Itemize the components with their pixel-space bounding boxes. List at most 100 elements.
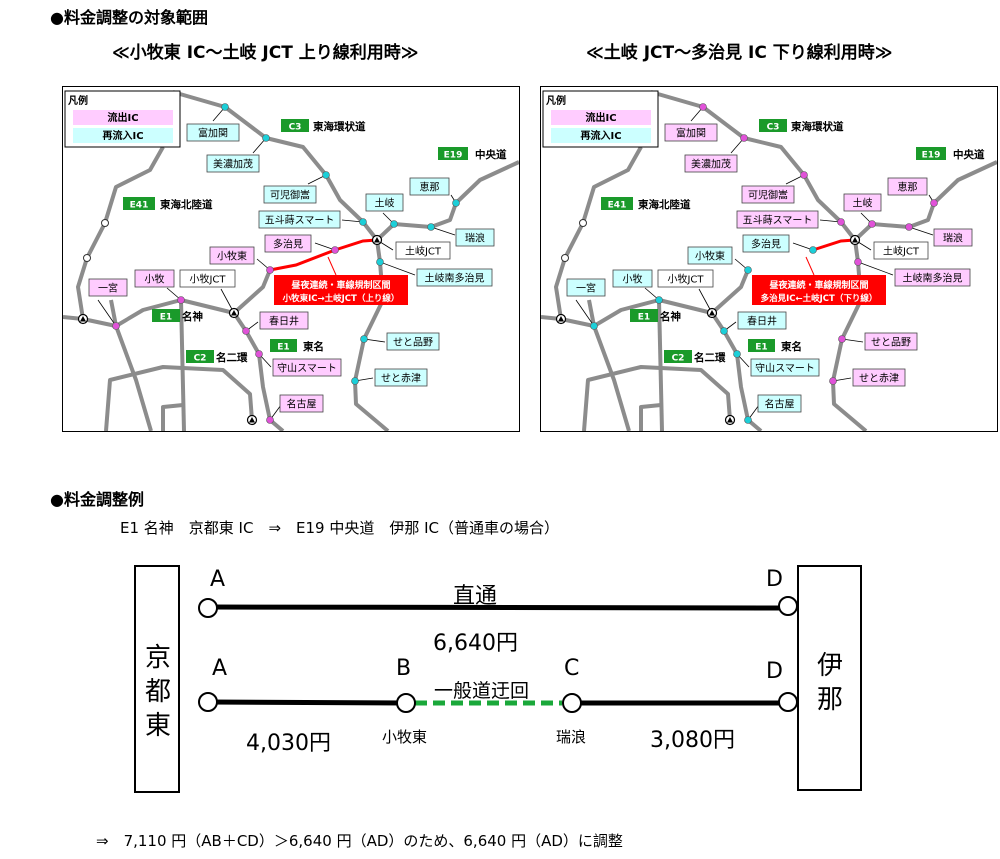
ic-label-box: [664, 123, 718, 142]
ic-label: せと品野: [393, 337, 433, 349]
road-line: [114, 325, 153, 431]
point-a-top: [198, 598, 218, 618]
ic-label-box: [263, 185, 317, 204]
ic-dot: [242, 327, 250, 335]
ic-label: 一宮: [576, 282, 596, 295]
ic-label-box: [894, 268, 971, 287]
junction-triangle-icon: [374, 237, 380, 243]
ic-label-box: [88, 278, 128, 297]
section1-title: ●料金調整の対象範囲: [50, 8, 208, 27]
label-b: B: [396, 656, 412, 681]
ic-label-box: [209, 246, 255, 265]
ic-label: 土岐南多治見: [425, 272, 485, 285]
ic-label-box: [455, 228, 495, 247]
ic-dot: [699, 103, 707, 111]
ic-label: 富加関: [676, 127, 706, 140]
ic-dot: [266, 416, 274, 424]
restriction-line1: 昼夜連続・車線規制区間: [291, 279, 390, 291]
ic-label: 一宮: [98, 282, 118, 295]
legend-title: 凡例: [68, 94, 88, 107]
legend-exit-label: 流出IC: [585, 111, 616, 124]
ic-label-box: [279, 394, 324, 413]
ic-dot: [427, 223, 435, 231]
ic-leader-line: [857, 261, 894, 276]
ic-label: 多治見: [751, 238, 781, 251]
ic-label: 瑞浪: [465, 232, 485, 245]
ic-label: 瑞浪: [943, 232, 963, 245]
road-code: E41: [130, 201, 149, 211]
junction-triangle-icon: [852, 237, 858, 243]
road-shield: [186, 350, 214, 363]
ic-label-box: [933, 228, 973, 247]
road-name: 名神: [182, 310, 203, 323]
unrelated-ic-dot: [579, 219, 587, 227]
label-a: A: [212, 656, 228, 681]
ic-label-box: [386, 332, 440, 351]
label-d-top: D: [766, 567, 783, 592]
legend-exit-swatch: [73, 110, 173, 125]
road-line: [179, 299, 186, 431]
road-shield: [281, 119, 309, 132]
ic-dot: [112, 322, 120, 330]
road-line: [710, 269, 750, 315]
ic-dot: [590, 322, 598, 330]
point-d: [778, 692, 798, 712]
direct-label: 直通: [453, 584, 498, 609]
road-code: C3: [289, 123, 302, 133]
ic-dot: [322, 171, 330, 179]
road-shield: [438, 147, 468, 160]
ic-leader-line: [379, 261, 416, 276]
road-line: [587, 299, 596, 327]
ic-label: 土岐: [853, 197, 873, 210]
restriction-box: [752, 275, 886, 305]
road-name: 東名: [303, 340, 324, 353]
ic-dot: [720, 327, 728, 335]
ic-label-box: [264, 234, 312, 253]
ic-dot: [351, 377, 359, 385]
label-a-top: A: [210, 567, 226, 592]
road-shield: [152, 309, 180, 322]
ic-dot: [744, 266, 752, 274]
ic-label: 名古屋: [765, 398, 795, 411]
road-name: 名神: [660, 310, 681, 323]
junction-triangle-icon: [709, 310, 715, 316]
ic-dot: [854, 258, 862, 266]
ic-label: 土岐: [375, 197, 395, 210]
ic-label-box: [687, 246, 733, 265]
ic-dot: [255, 350, 263, 358]
ic-label-box: [374, 368, 428, 387]
conclusion: ⇒ 7,110 円（AB＋CD）＞6,640 円（AD）のため、6,640 円（…: [96, 832, 623, 850]
ic-label-box: [737, 311, 787, 330]
ic-dot: [452, 199, 460, 207]
ic-leader-line: [908, 226, 934, 236]
legend-exit-label: 流出IC: [107, 111, 138, 124]
ic-label-box: [742, 234, 790, 253]
road-shield: [630, 309, 658, 322]
road-line: [161, 403, 184, 431]
ic-dot: [744, 416, 752, 424]
ic-dot: [740, 134, 748, 142]
ic-label: 小牧JCT: [189, 273, 226, 286]
ic-dot: [733, 350, 741, 358]
legend-reentry-swatch: [551, 128, 651, 143]
ic-label: 富加関: [198, 127, 228, 140]
unrelated-ic-dot: [83, 254, 91, 262]
ic-dot: [829, 377, 837, 385]
road-shield: [748, 339, 775, 352]
ic-label-box: [259, 311, 309, 330]
section2-title: ●料金調整例: [50, 490, 144, 509]
ic-label-box: [186, 123, 240, 142]
road-shield: [270, 339, 297, 352]
restriction-line1: 昼夜連続・車線規制区間: [769, 279, 868, 291]
ic-dot: [360, 335, 368, 343]
ic-label-box: [612, 269, 653, 288]
road-shield: [759, 119, 787, 132]
ic-label: 土岐JCT: [405, 245, 442, 258]
c-name: 瑞浪: [556, 728, 587, 746]
ic-label: せと赤津: [381, 373, 421, 385]
ic-label: 守山スマート: [277, 362, 337, 375]
road-line: [657, 299, 664, 431]
